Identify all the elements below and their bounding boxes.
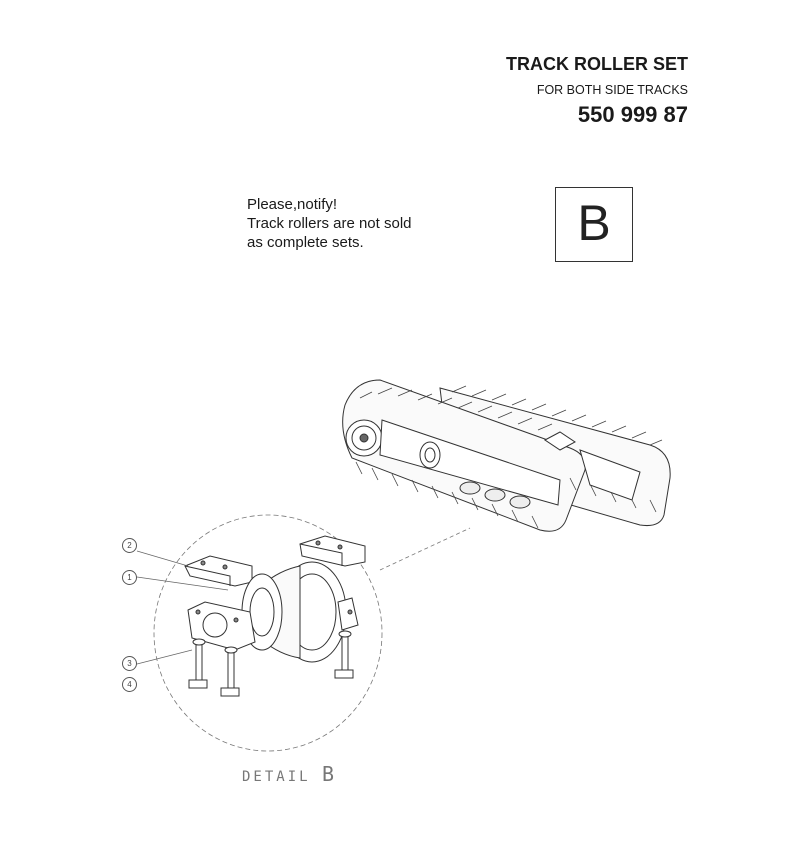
detail-leader-line [379,527,471,571]
detail-label-letter: B [322,762,335,786]
page-subtitle: FOR BOTH SIDE TRACKS [536,83,688,97]
callout-item-3: 3 [122,656,137,671]
track-roller-illustration [184,535,366,697]
notice-line: Please,notify! [247,196,338,213]
part-number: 550 999 87 [577,102,688,127]
detail-label: DETAIL B [242,762,334,786]
callout-leaders [136,550,229,665]
detail-circle [153,514,383,752]
callout-item-4: 4 [122,677,137,692]
notice-line: as complete sets. [247,234,364,251]
notice-line: Track rollers are not sold [247,215,412,232]
notice-text: Please,notify! Track rollers are not sol… [247,195,412,252]
undercarriage-illustration [342,379,671,532]
detail-reference-box: B [555,187,633,262]
callout-item-2: 2 [122,538,137,553]
callout-item-1: 1 [122,570,137,585]
detail-reference-letter: B [577,195,611,251]
detail-label-prefix: DETAIL [242,769,311,785]
page-title: TRACK ROLLER SET [506,54,688,74]
